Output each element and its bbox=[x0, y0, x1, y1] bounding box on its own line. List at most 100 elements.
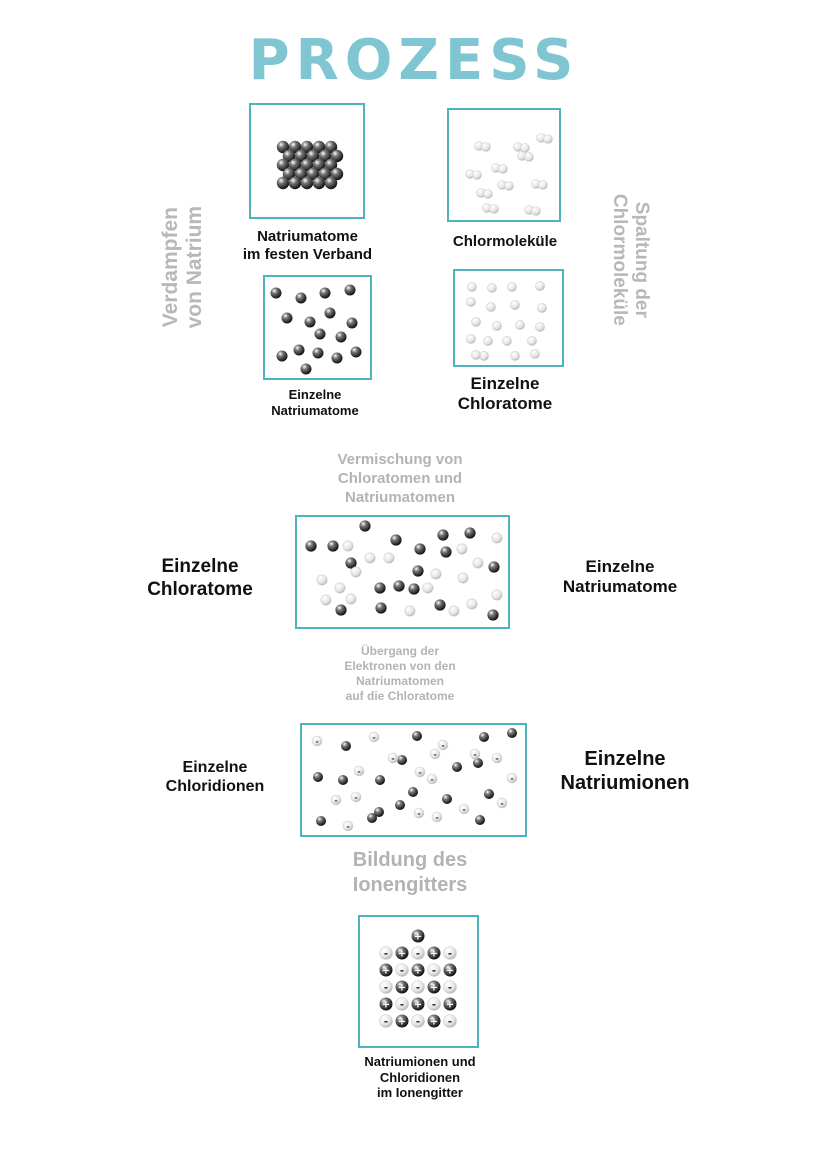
single-chlorine-atoms-label: Einzelne Chloratome bbox=[430, 374, 580, 415]
sodium-atom bbox=[324, 307, 336, 319]
sodium-atom bbox=[306, 167, 320, 181]
chlorine-atom bbox=[467, 282, 477, 292]
chlorine-atom bbox=[457, 572, 469, 584]
plus-sign: + bbox=[414, 1000, 422, 1011]
sodium-atom bbox=[437, 529, 449, 541]
minus-sign: - bbox=[418, 768, 421, 777]
sodium-atom bbox=[304, 316, 316, 328]
sodium-ions-label: Einzelne Natriumionen bbox=[540, 747, 710, 795]
chloride-ions-label: Einzelne Chloridionen bbox=[140, 758, 290, 796]
sodium-atom bbox=[440, 546, 452, 558]
plus-sign: + bbox=[398, 983, 406, 994]
sodium-atom bbox=[293, 344, 305, 356]
chlorine-atom bbox=[498, 164, 508, 174]
plus-sign: + bbox=[414, 932, 422, 943]
chloride-ion bbox=[411, 946, 425, 960]
minus-sign: - bbox=[334, 796, 337, 805]
minus-sign: - bbox=[510, 774, 513, 783]
sodium-ion bbox=[395, 946, 409, 960]
chloride-ion bbox=[413, 807, 425, 819]
plus-sign: + bbox=[382, 966, 390, 977]
chlorine-atom bbox=[515, 320, 525, 330]
chlorine-atom bbox=[524, 152, 534, 162]
chlorine-atom bbox=[504, 181, 514, 191]
sodium-atom bbox=[305, 540, 317, 552]
sodium-atom bbox=[276, 350, 288, 362]
chloride-ion bbox=[342, 820, 354, 832]
chlorine-atom bbox=[320, 594, 332, 606]
chloride-ion bbox=[443, 1014, 457, 1028]
minus-sign: - bbox=[495, 754, 498, 763]
sodium-atom bbox=[324, 176, 338, 190]
sodium-atom bbox=[276, 158, 290, 172]
chlorine-atom bbox=[345, 593, 357, 605]
plus-sign: + bbox=[414, 966, 422, 977]
sodium-ion bbox=[411, 997, 425, 1011]
sodium-atom bbox=[346, 317, 358, 329]
mixing-right-label-line2: Natriumatome bbox=[562, 577, 678, 597]
transfer-caption-line2: Elektronen von den bbox=[344, 659, 456, 673]
minus-sign: - bbox=[315, 737, 318, 746]
plus-sign: + bbox=[446, 966, 454, 977]
sodium-atom bbox=[294, 167, 308, 181]
sodium-atom bbox=[318, 149, 332, 163]
chlorine-atom bbox=[483, 189, 493, 199]
sodium-ions-label-line1: Einzelne bbox=[584, 748, 666, 770]
chlorine-atom bbox=[383, 552, 395, 564]
minus-sign: - bbox=[473, 750, 476, 759]
chlorine-atom bbox=[538, 180, 548, 190]
transfer-caption-line4: auf die Chloratome bbox=[345, 689, 455, 703]
page-title: PROZESS bbox=[248, 28, 580, 93]
sodium-ion bbox=[338, 775, 348, 785]
chloride-ion bbox=[458, 803, 470, 815]
minus-sign: - bbox=[384, 983, 388, 994]
ion-lattice-label: Natriumionen und Chloridionen im Ionengi… bbox=[330, 1054, 510, 1101]
chloride-ion bbox=[431, 811, 443, 823]
sodium-atom bbox=[345, 557, 357, 569]
chlorine-atom bbox=[537, 303, 547, 313]
chlorine-atom bbox=[489, 204, 499, 214]
sodium-atom bbox=[288, 176, 302, 190]
chloride-ion bbox=[414, 766, 426, 778]
single-sodium-atoms-label: Einzelne Natriumatome bbox=[240, 387, 390, 418]
plus-sign: + bbox=[430, 949, 438, 960]
minus-sign: - bbox=[400, 1000, 404, 1011]
sodium-ion bbox=[452, 762, 462, 772]
transfer-caption-line3: Natriumatomen bbox=[355, 674, 444, 688]
chlorine-atom bbox=[507, 282, 517, 292]
chlorine-atom bbox=[466, 297, 476, 307]
sodium-ion bbox=[427, 946, 441, 960]
sodium-atom bbox=[312, 347, 324, 359]
sodium-ion bbox=[408, 787, 418, 797]
sodium-atom bbox=[324, 140, 338, 154]
mixing-left-label-line1: Einzelne bbox=[161, 556, 239, 577]
sodium-atom bbox=[344, 284, 356, 296]
minus-sign: - bbox=[432, 1000, 436, 1011]
minus-sign: - bbox=[448, 949, 452, 960]
minus-sign: - bbox=[354, 793, 357, 802]
sodium-atom bbox=[312, 140, 326, 154]
chlorine-molecules-label: Chlormoleküle bbox=[452, 233, 558, 250]
minus-sign: - bbox=[433, 750, 436, 759]
chlorine-atom bbox=[466, 334, 476, 344]
sodium-atom bbox=[331, 352, 343, 364]
chlorine-atom bbox=[430, 568, 442, 580]
sodium-atom bbox=[282, 167, 296, 181]
sodium-ion bbox=[427, 980, 441, 994]
minus-sign: - bbox=[384, 1017, 388, 1028]
sodium-atom bbox=[464, 527, 476, 539]
mixing-caption-line1: Vermischung von bbox=[337, 451, 463, 468]
sodium-ion bbox=[443, 963, 457, 977]
sodium-ion bbox=[443, 997, 457, 1011]
chloride-ion bbox=[443, 946, 457, 960]
sodium-atom bbox=[408, 583, 420, 595]
sodium-atom bbox=[330, 167, 344, 181]
sodium-atom bbox=[281, 312, 293, 324]
minus-sign: - bbox=[448, 1017, 452, 1028]
sodium-ion bbox=[367, 813, 377, 823]
mixing-left-label-line2: Chloratome bbox=[147, 578, 253, 600]
chlorine-atom bbox=[334, 582, 346, 594]
sodium-atom bbox=[434, 599, 446, 611]
sodium-atom bbox=[276, 176, 290, 190]
sodium-ion bbox=[411, 963, 425, 977]
